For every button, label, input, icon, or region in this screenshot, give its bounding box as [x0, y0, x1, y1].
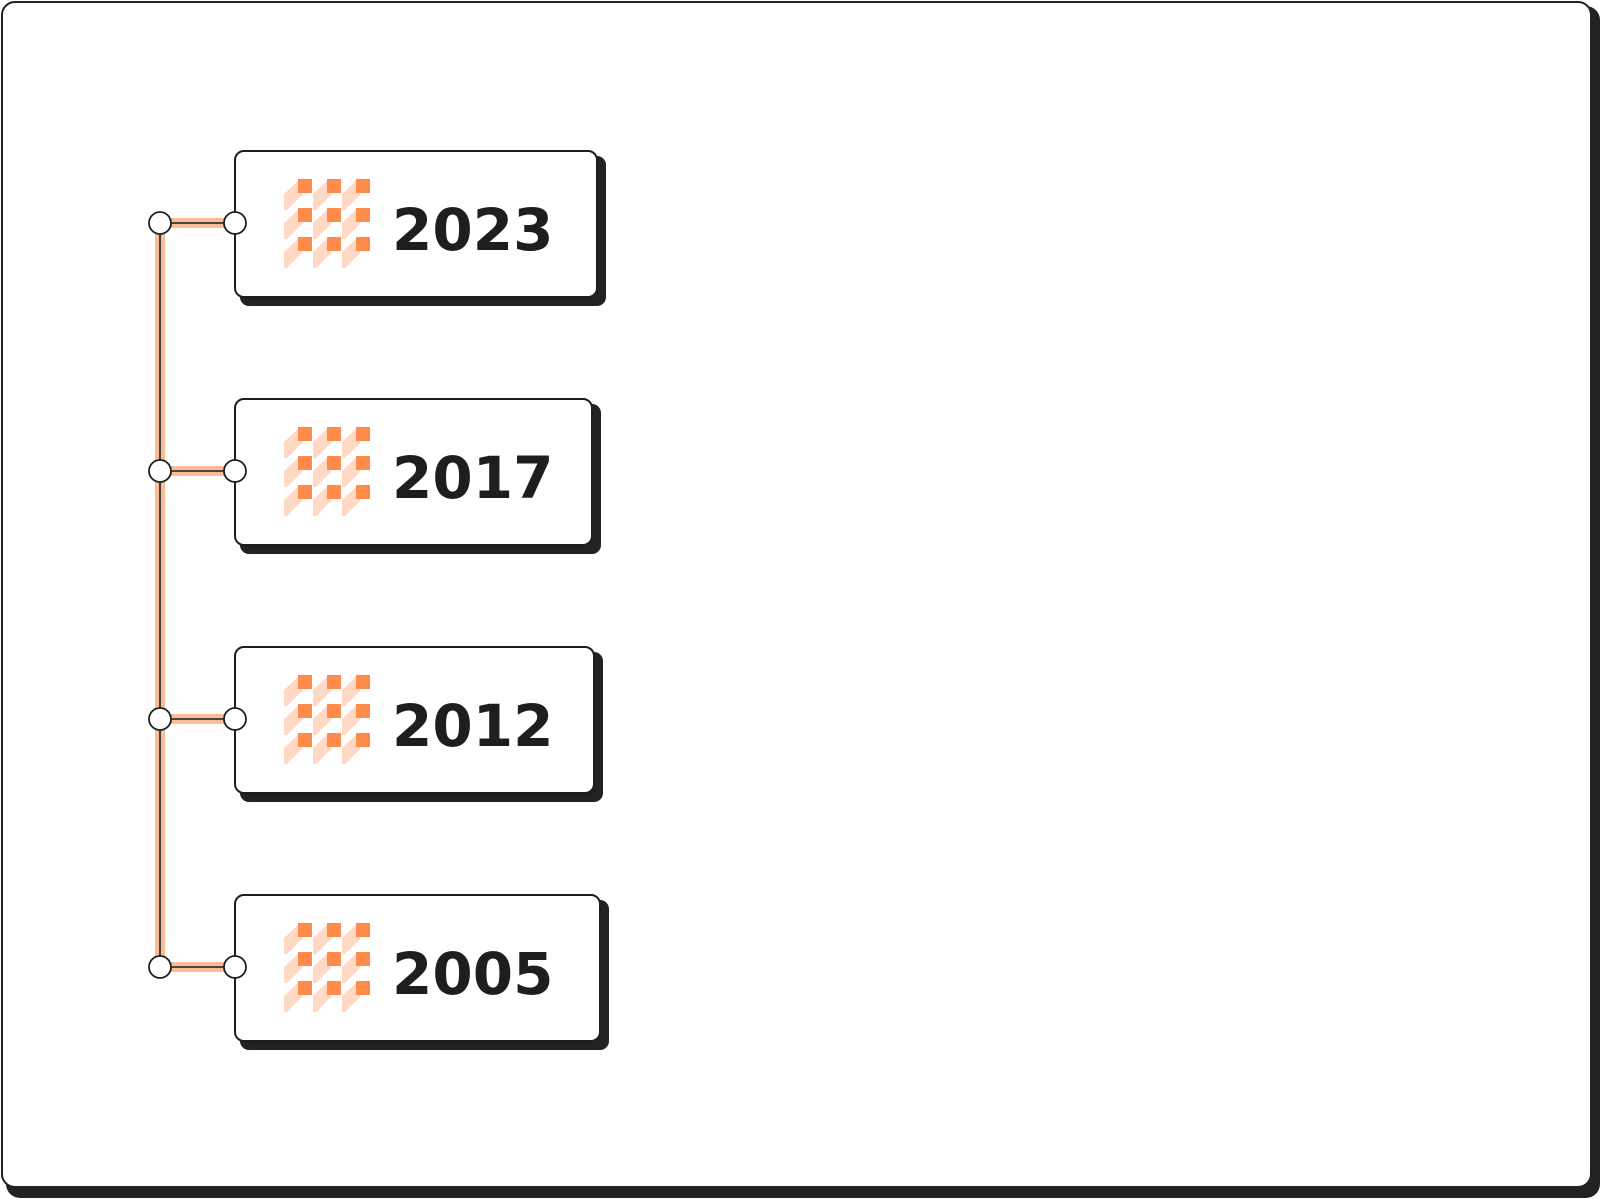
- timeline-item-2012: 2012: [148, 646, 603, 802]
- timeline-item-2023: 2023: [148, 150, 606, 306]
- trunk-node: [148, 955, 172, 979]
- trunk-node: [148, 707, 172, 731]
- timeline-item-2005: 2005: [148, 894, 609, 1050]
- year-label: 2005: [392, 940, 553, 1008]
- year-label: 2017: [392, 444, 553, 512]
- year-label: 2023: [392, 196, 553, 264]
- card-node: [223, 459, 247, 483]
- dot-grid-icon: [284, 179, 370, 268]
- card-node: [223, 707, 247, 731]
- dot-grid-icon: [284, 427, 370, 516]
- dot-grid-icon: [284, 675, 370, 764]
- trunk-node: [148, 211, 172, 235]
- card-node: [223, 211, 247, 235]
- dot-grid-icon: [284, 923, 370, 1012]
- trunk-node: [148, 459, 172, 483]
- year-label: 2012: [392, 692, 553, 760]
- timeline-item-2017: 2017: [148, 398, 601, 554]
- card-node: [223, 955, 247, 979]
